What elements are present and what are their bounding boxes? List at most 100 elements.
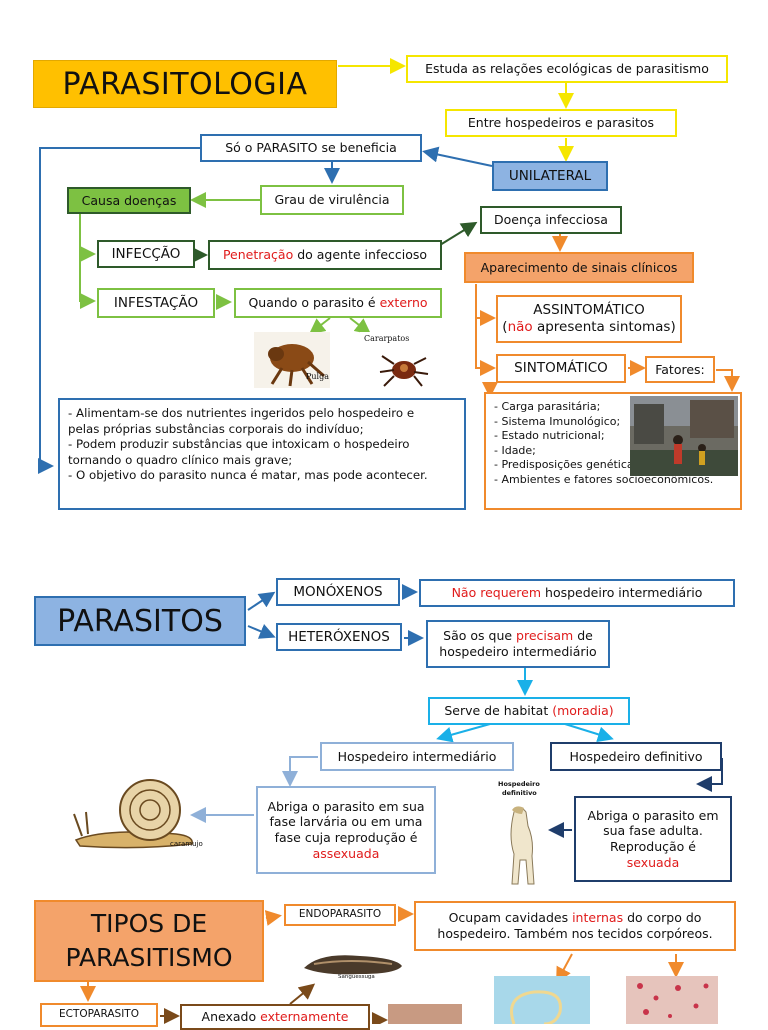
abriga-adult-l2: sua fase adulta.	[603, 823, 703, 839]
monoxenos-text: MONÓXENOS	[293, 584, 382, 601]
note-line-5: - O objetivo do parasito nunca é matar, …	[68, 468, 456, 484]
sao-line1: São os que precisam de	[443, 628, 593, 644]
abriga-larv-l2: fase larvária ou em uma	[270, 814, 423, 830]
note-line-3: - Podem produzir substâncias que intoxic…	[68, 437, 456, 453]
quando-pre: Quando o parasito é	[248, 295, 379, 310]
sintomatico-text: SINTOMÁTICO	[514, 360, 608, 377]
aparecimento-text: Aparecimento de sinais clínicos	[481, 260, 678, 276]
causa-box: Causa doenças	[67, 187, 191, 214]
abriga-adult-box: Abriga o parasito em sua fase adulta. Re…	[574, 796, 732, 882]
penetracao-text: Penetração do agente infeccioso	[223, 247, 427, 263]
sao-line2: hospedeiro intermediário	[439, 644, 596, 660]
doenca-box: Doença infecciosa	[480, 206, 622, 234]
endo-text: ENDOPARASITO	[299, 908, 381, 921]
serve-pre: Serve de habitat	[444, 703, 552, 718]
sao-red: precisam	[516, 628, 573, 643]
tipos-title: TIPOS DE PARASITISMO	[34, 900, 264, 982]
penetracao-red: Penetração	[223, 247, 293, 262]
assintomatico-sub: (não apresenta sintomas)	[502, 319, 675, 336]
ocupam-box: Ocupam cavidades internas do corpo do ho…	[414, 901, 736, 951]
aparecimento-box: Aparecimento de sinais clínicos	[464, 252, 694, 283]
flea-image: Pulga	[254, 332, 330, 388]
ecto-photo	[388, 1004, 462, 1024]
monoxenos-box: MONÓXENOS	[276, 578, 400, 606]
ocupam-post: do corpo do	[623, 910, 701, 925]
so-parasito-box: Só o PARASITO se beneficia	[200, 134, 422, 162]
anexado-box: Anexado externamente	[180, 1004, 370, 1030]
abriga-larv-box: Abriga o parasito em sua fase larvária o…	[256, 786, 436, 874]
assintomatico-box: ASSINTOMÁTICO (não apresenta sintomas)	[496, 295, 682, 343]
leech-image: Sanguessuga	[300, 944, 406, 984]
nao-rest: apresenta sintomas)	[533, 319, 676, 335]
ocupam-l1: Ocupam cavidades internas do corpo do	[449, 910, 702, 926]
nao-requerem-red: Não requerem	[452, 585, 541, 600]
snail-caption: caramujo	[170, 840, 203, 848]
note-line-4: tornando o quadro clínico mais grave;	[68, 453, 456, 469]
slum-photo-icon	[630, 396, 738, 476]
heteroxenos-box: HETERÓXENOS	[276, 623, 402, 651]
snail-image: caramujo	[66, 770, 206, 852]
penetracao-rest: do agente infeccioso	[293, 247, 427, 262]
entre-text: Entre hospedeiros e parasitos	[468, 115, 654, 131]
entre-box: Entre hospedeiros e parasitos	[445, 109, 677, 137]
note-line-1: - Alimentam-se dos nutrientes ingeridos …	[68, 406, 456, 422]
infeccao-text: INFECÇÃO	[112, 246, 181, 263]
ecto-text: ECTOPARASITO	[59, 1008, 139, 1021]
serve-text: Serve de habitat (moradia)	[444, 703, 613, 719]
leech-caption: Sanguessuga	[338, 974, 375, 980]
infestacao-box: INFESTAÇÃO	[97, 288, 215, 318]
parasitos-title: PARASITOS	[34, 596, 246, 646]
unilateral-box: UNILATERAL	[492, 161, 608, 191]
hosp-def-text: Hospedeiro definitivo	[569, 749, 702, 765]
grau-text: Grau de virulência	[274, 192, 389, 208]
tick-image: Cararpatos	[360, 332, 432, 388]
abriga-larv-l1: Abriga o parasito em sua	[267, 799, 424, 815]
note-line-2: pelas próprias substâncias corporais do …	[68, 422, 456, 438]
unilateral-text: UNILATERAL	[509, 168, 591, 185]
abriga-adult-red: sexuada	[627, 855, 680, 871]
hosp-inter-text: Hospedeiro intermediário	[338, 749, 497, 765]
heteroxenos-text: HETERÓXENOS	[288, 629, 390, 646]
hosp-inter-box: Hospedeiro intermediário	[320, 742, 514, 771]
so-parasito-text: Só o PARASITO se beneficia	[225, 140, 397, 156]
abriga-adult-l1: Abriga o parasito em	[587, 808, 718, 824]
tipos-title-l1: TIPOS DE	[91, 907, 207, 941]
sao-os-que-box: São os que precisam de hospedeiro interm…	[426, 620, 610, 668]
nao-requerem-box: Não requerem hospedeiro intermediário	[419, 579, 735, 607]
parasitologia-title-text: PARASITOLOGIA	[62, 67, 307, 102]
nao-requerem-text: Não requerem hospedeiro intermediário	[452, 585, 703, 601]
causa-text: Causa doenças	[82, 193, 177, 209]
ocupam-l2: hospedeiro. Também nos tecidos corpóreos…	[437, 926, 712, 942]
fatores-box: Fatores:	[645, 356, 715, 383]
hosp-def-box: Hospedeiro definitivo	[550, 742, 722, 771]
quando-text: Quando o parasito é externo	[248, 295, 427, 311]
penetracao-box: Penetração do agente infeccioso	[208, 240, 442, 270]
tick-caption: Cararpatos	[364, 334, 409, 343]
doenca-text: Doença infecciosa	[494, 212, 608, 228]
abriga-larv-red: assexuada	[313, 846, 380, 862]
nao-requerem-rest: hospedeiro intermediário	[541, 585, 702, 600]
parasitos-title-text: PARASITOS	[57, 604, 223, 639]
skin-image	[626, 976, 718, 1024]
serve-red: (moradia)	[552, 703, 613, 718]
endo-box: ENDOPARASITO	[284, 904, 396, 926]
fatores-text: Fatores:	[655, 362, 705, 378]
quando-box: Quando o parasito é externo	[234, 288, 442, 318]
anexado-text: Anexado externamente	[202, 1009, 349, 1025]
dog-icon	[490, 780, 552, 890]
parasitologia-title: PARASITOLOGIA	[33, 60, 337, 108]
anexado-pre: Anexado	[202, 1009, 261, 1024]
abriga-larv-l3: fase cuja reprodução é	[275, 830, 418, 846]
flea-caption: Pulga	[306, 372, 329, 381]
sao-post: de	[573, 628, 593, 643]
nao-red: não	[508, 319, 533, 335]
slum-photo	[630, 396, 738, 476]
tipos-title-l2: PARASITISMO	[65, 941, 232, 975]
estuda-box: Estuda as relações ecológicas de parasit…	[406, 55, 728, 83]
estuda-text: Estuda as relações ecológicas de parasit…	[425, 61, 709, 77]
worm-icon	[494, 976, 590, 1024]
notes-box: - Alimentam-se dos nutrientes ingeridos …	[58, 398, 466, 510]
ecto-box: ECTOPARASITO	[40, 1003, 158, 1027]
worm-image	[494, 976, 590, 1024]
ocupam-red: internas	[572, 910, 623, 925]
